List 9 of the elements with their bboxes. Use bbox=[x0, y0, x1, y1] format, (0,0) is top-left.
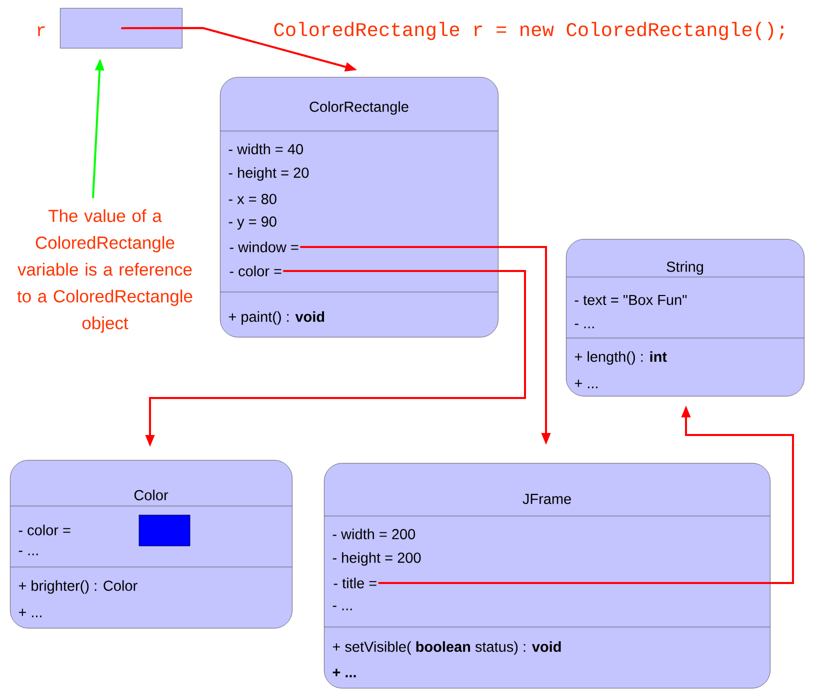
code-text: ColoredRectangle r = new ColoredRectangle(); bbox=[274, 22, 784, 40]
attribute-text: - title = bbox=[334, 578, 376, 588]
class-box: String - text = "Box Fun" - ... + length() : int + ... bbox=[566, 239, 804, 396]
variable-box bbox=[60, 8, 182, 48]
note-text: The value of a ColoredRectangle variable is a reference to a ColoredRectangle object bbox=[17, 209, 192, 333]
variable-name: r bbox=[38, 26, 45, 36]
class-box: Color - color = - ... + brighter() : Color + ... bbox=[10, 460, 292, 628]
attribute-text: - window = bbox=[230, 242, 298, 252]
attribute-text: - color = bbox=[230, 266, 282, 276]
